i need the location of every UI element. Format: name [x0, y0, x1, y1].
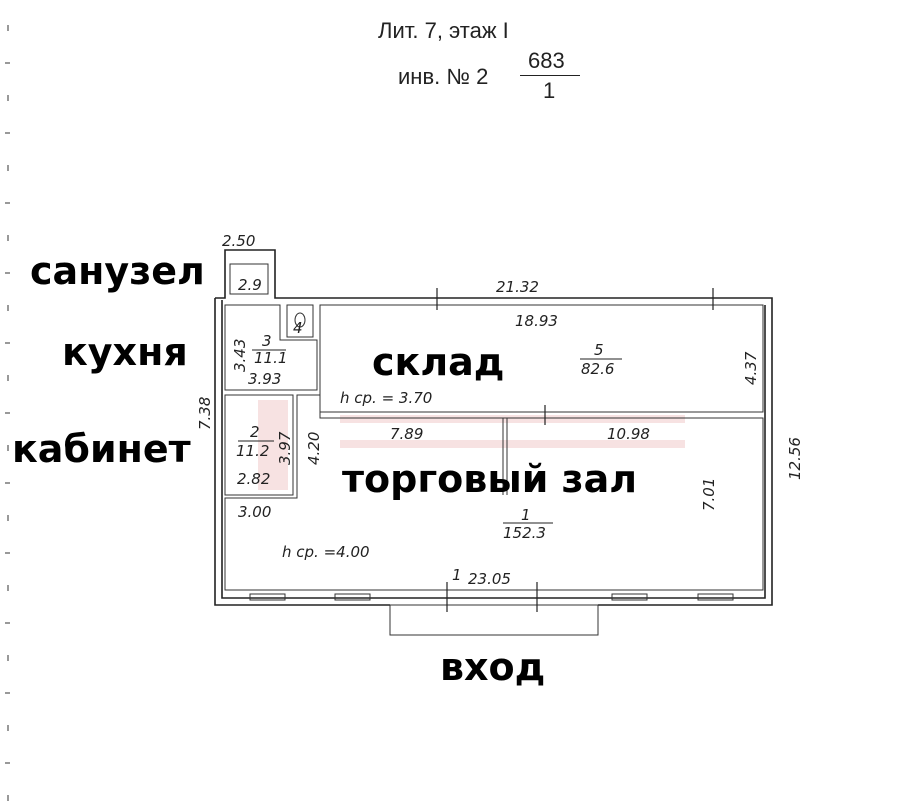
dim-18-93: 18.93: [515, 312, 558, 330]
room-2: [224, 394, 294, 496]
dim-23-05: 23.05: [468, 570, 511, 588]
room-1-area: 152.3: [503, 524, 546, 542]
entry-mark: 1: [452, 566, 462, 584]
entrance-porch: [389, 604, 599, 636]
plan-title: Лит. 7, этаж I: [378, 18, 509, 43]
dim-10-98: 10.98: [607, 425, 650, 443]
label-kabinet: кабинет: [12, 427, 191, 471]
dim-2-82: 2.82: [237, 470, 270, 488]
scan-ticks: [5, 25, 10, 801]
inventory-prefix: инв. № 2: [398, 64, 489, 89]
dim-7-01: 7.01: [700, 478, 718, 511]
dim-21-32: 21.32: [496, 278, 539, 296]
room-5-number: 5: [594, 341, 604, 359]
room-2-area: 11.2: [236, 442, 269, 460]
room-4: [286, 304, 314, 338]
room-5: [319, 304, 764, 413]
sanuzel-area: 2.9: [238, 276, 262, 294]
room-1: [224, 394, 764, 591]
sklad-height: h ср. = 3.70: [340, 389, 432, 407]
inventory-fraction-bar: [520, 75, 580, 76]
watermark-logo: [258, 400, 685, 490]
room-sanuzel: [229, 263, 269, 295]
zal-height: h ср. =4.00: [282, 543, 370, 561]
outer-wall: [214, 249, 773, 606]
room-1-number: 1: [521, 506, 531, 524]
label-sanuzel: санузел: [30, 249, 205, 293]
room-2-number: 2: [250, 423, 260, 441]
dim-4-37: 4.37: [742, 351, 760, 385]
dim-3-97: 3.97: [276, 431, 294, 465]
dim-4-20: 4.20: [305, 432, 323, 465]
dim-7-38: 7.38: [196, 397, 214, 430]
room-3: [224, 304, 318, 391]
label-sklad: склад: [372, 340, 504, 384]
dim-2-50: 2.50: [222, 232, 255, 250]
room-4-number: 4: [293, 319, 303, 337]
inventory-denominator: 1: [543, 78, 556, 103]
label-kukhnya: кухня: [62, 330, 188, 374]
inventory-numerator: 683: [528, 48, 565, 73]
dim-12-56: 12.56: [786, 437, 804, 480]
room-5-area: 82.6: [581, 360, 614, 378]
dim-3-00: 3.00: [238, 503, 271, 521]
dim-3-93: 3.93: [248, 370, 281, 388]
windows: [249, 593, 734, 601]
label-torgovy-zal: торговый зал: [342, 457, 637, 501]
dim-7-89: 7.89: [390, 425, 423, 443]
label-vkhod: вход: [440, 645, 545, 689]
room-3-number: 3: [262, 332, 272, 350]
dim-3-43: 3.43: [231, 339, 249, 372]
room-3-area: 11.1: [254, 349, 287, 367]
